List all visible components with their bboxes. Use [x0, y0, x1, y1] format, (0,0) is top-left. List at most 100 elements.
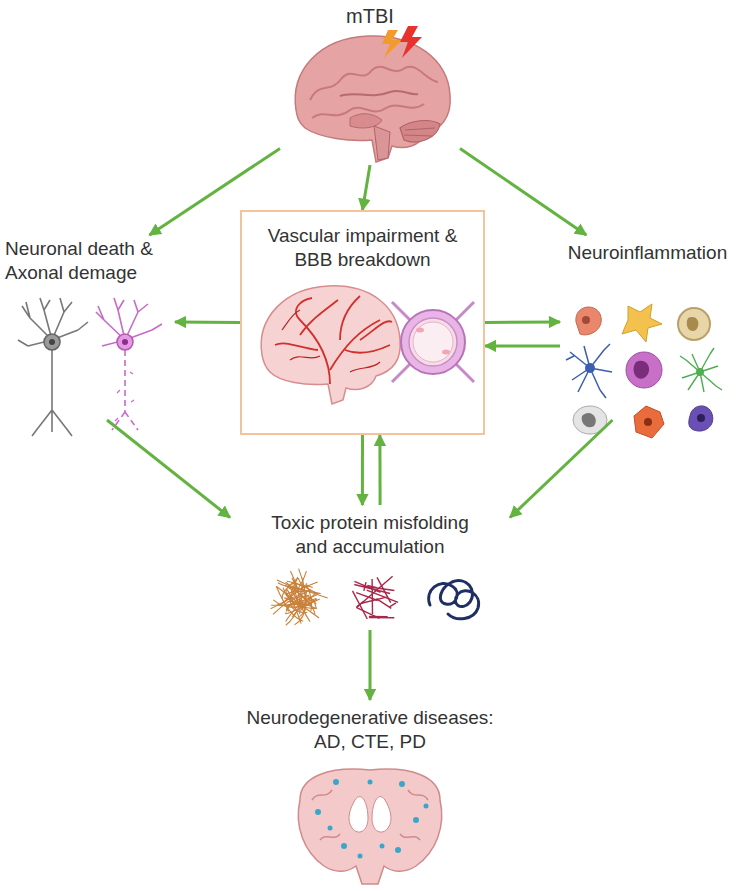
tau-mesh-part [377, 577, 391, 602]
brain-sagittal-part [382, 30, 402, 58]
neuron-damaged [96, 298, 162, 430]
immune-cells-part [687, 317, 699, 331]
title-label: mTBI [285, 4, 455, 30]
tau-mesh-part [367, 590, 398, 602]
framed-box: Vascular impairment & BBB breakdown [240, 210, 485, 435]
tau-mesh-part [362, 586, 394, 591]
brain-coronal-part-part [424, 804, 429, 809]
amyloid-tangle-part [276, 586, 293, 608]
protein-coil [429, 581, 479, 619]
vessel-cross-section-part [409, 318, 457, 366]
amyloid-tangle-part [301, 586, 313, 611]
immune-cells-part [634, 361, 649, 379]
immune-cells-part [585, 363, 595, 373]
brain-sagittal [295, 26, 450, 162]
brain-coronal-part-part [413, 817, 419, 823]
brain-vasculature-part [261, 286, 400, 404]
vessel-cross-section-part [413, 322, 453, 362]
stage-node: Toxic protein misfolding and accumulatio… [230, 505, 510, 630]
stage-node: mTBI [280, 0, 460, 165]
flow-arrow [107, 420, 230, 518]
immune-cells-part [582, 413, 596, 427]
brain-vasculature-part [282, 310, 380, 372]
neuron-healthy [18, 298, 88, 436]
neuron-damaged-part [112, 350, 138, 430]
neuron-damaged-part [115, 372, 134, 421]
flow-arrow [460, 149, 586, 236]
vessel-cross-section [392, 302, 474, 382]
brain-sagittal-part [400, 26, 422, 58]
brain-coronal-part [349, 797, 391, 832]
brain-coronal-part-part [395, 847, 401, 853]
vessel-cross-section-part [416, 328, 424, 333]
protein-coil-part [429, 581, 479, 619]
brain-coronal-part [315, 779, 429, 859]
immune-cells-part [678, 308, 710, 340]
brain-sagittal-part [400, 121, 440, 143]
brain-coronal-part-part [333, 779, 339, 785]
brain-coronal-part-part [358, 854, 363, 859]
amyloid-tangle-part [287, 603, 315, 608]
vessel-cross-section-part [392, 302, 474, 382]
immune-cells-part [680, 348, 722, 392]
tau-mesh-part [356, 593, 378, 601]
brain-coronal-part [298, 769, 441, 884]
brain-coronal-part-part [315, 809, 321, 815]
neuron-healthy-part [49, 339, 55, 345]
flow-arrow [175, 320, 240, 324]
stage-label: Neurodegenerative diseases: AD, CTE, PD [235, 706, 505, 755]
immune-cells-part-part [566, 344, 612, 398]
brain-sagittal-part [350, 114, 382, 128]
immune-cells [566, 304, 722, 438]
flow-arrow [150, 149, 281, 236]
immune-cells-part [566, 344, 612, 398]
immune-cells-part [696, 368, 704, 376]
immune-cells-part [622, 304, 662, 342]
stage-label: Neuroinflammation [562, 241, 734, 265]
neuron-damaged-part [122, 339, 128, 345]
vessel-cross-section-part [442, 350, 450, 355]
neuron-damaged-part [117, 334, 133, 350]
tau-mesh-part [390, 603, 397, 607]
flow-arrow [369, 630, 372, 700]
brain-coronal-part-part [341, 843, 347, 849]
stage-label: Neuronal death & Axonal demage [5, 237, 170, 286]
brain-coronal-part-part [399, 781, 405, 787]
immune-cells-part-part [680, 348, 722, 392]
amyloid-tangle-part [292, 583, 318, 594]
stage-label: Toxic protein misfolding and accumulatio… [263, 511, 478, 560]
brain-coronal-part [312, 790, 428, 840]
immune-cells-part [576, 307, 601, 335]
stage-label: Vascular impairment & BBB breakdown [260, 224, 465, 273]
flow-arrow [361, 435, 364, 505]
immune-cells-part [697, 414, 705, 422]
amyloid-tangle-part [291, 571, 301, 614]
brain-sagittal-part [340, 91, 418, 96]
tau-mesh-part [369, 617, 394, 619]
brain-vasculature [261, 286, 400, 404]
tau-mesh-part [369, 616, 388, 617]
immune-cells-part [689, 406, 713, 431]
tau-mesh-part [371, 579, 373, 614]
flow-arrow [363, 165, 371, 210]
immune-cells-part [644, 418, 652, 426]
tau-mesh [353, 576, 399, 619]
brain-coronal [298, 769, 441, 884]
amyloid-tangle-part [273, 596, 316, 614]
stage-node: Neurodegenerative diseases: AD, CTE, PD [210, 700, 530, 888]
flow-arrow [378, 435, 381, 505]
brain-sagittal-part [404, 128, 435, 136]
tau-mesh-part [353, 591, 368, 619]
neuron-healthy-part [44, 334, 60, 350]
immune-cells-part [626, 352, 662, 388]
immune-cells-part [634, 406, 664, 438]
flow-arrow [485, 320, 560, 324]
brain-sagittal-part [374, 126, 390, 160]
immune-cells-part [582, 316, 590, 324]
vessel-cross-section-part [401, 310, 465, 374]
brain-vasculature-part [275, 296, 392, 384]
stage-node: Neuroinflammation [560, 235, 735, 420]
amyloid-tangle [271, 569, 328, 626]
